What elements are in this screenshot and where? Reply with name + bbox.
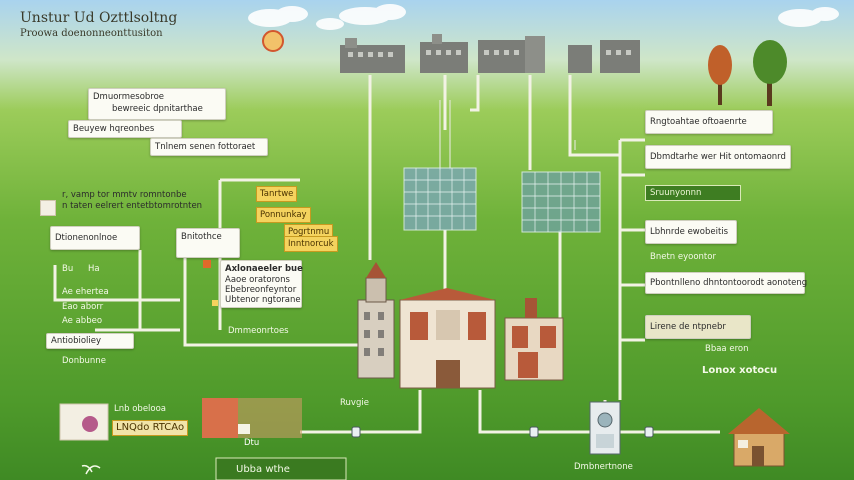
left-label: Eao aborr	[62, 302, 104, 312]
list-item: Ubtenor ngtorane	[225, 295, 301, 305]
info-box-label: Lirene de ntpnebr	[650, 322, 726, 332]
list-item: Aaoe oratorons	[225, 275, 290, 285]
info-box: Bnitothce	[176, 228, 240, 258]
factory-icon	[340, 34, 640, 73]
bottom-bar-label: Ubba wthe	[236, 464, 290, 475]
note-text: r, vamp tor mmtv romntonbe	[62, 190, 187, 200]
note-text: Tnlnem senen fottoraet	[155, 142, 256, 152]
note-box-top-left: Dmuormesobroe	[88, 88, 226, 120]
info-box-label: Lbhnrde ewobeitis	[650, 227, 729, 237]
right-label: Bbaa eron	[705, 344, 749, 354]
info-box-label: Pbontnlleno dhntontoorodt aonoteng	[650, 278, 808, 288]
left-label: Ae abbeo	[62, 316, 103, 326]
info-box-label: Bnitothce	[181, 232, 222, 242]
highlight-tag: Ponnunkay	[256, 207, 311, 223]
right-label: Bnetn eyoontor	[650, 252, 716, 262]
logo-badge-icon	[262, 30, 284, 52]
note-box: Tnlnem senen fottoraet	[150, 138, 268, 156]
info-box-label: Dbmdtarhe wer Hit ontomaonrd	[650, 152, 786, 162]
info-box-label: Dtionenonlnoe	[55, 233, 118, 243]
page-title: Unstur Ud Ozttlsoltng	[20, 10, 178, 26]
bottom-tag: LNQdo RTCAo	[112, 420, 189, 436]
checkbox-icon	[40, 200, 56, 216]
note-text: Dmuormesobroe	[93, 92, 165, 102]
info-box-right: Rngtoahtae oftoaenrte	[645, 110, 773, 134]
left-label: Bu	[62, 264, 74, 274]
list-panel: Axlonaeeler bue Aaoe oratorons Ebebreonf…	[220, 260, 303, 308]
cloud-icon	[248, 4, 839, 30]
highlight-tag: Inntnorcuk	[284, 236, 338, 252]
bullet-icon	[212, 300, 218, 306]
left-bar-label: Antiobioliey	[51, 336, 102, 346]
info-box-right: Dbmdtarhe wer Hit ontomaonrd	[645, 145, 791, 169]
highlight-tag: Tanrtwe	[256, 186, 298, 202]
sprout-icon	[81, 464, 101, 475]
list-title: Axlonaeeler bue	[225, 264, 303, 274]
left-label: Donbunne	[62, 356, 106, 366]
info-box-label: Rngtoahtae oftoaenrte	[650, 117, 747, 127]
caption: Dmmeonrtoes	[228, 326, 289, 336]
right-label: Lonox xotocu	[702, 365, 778, 376]
valve-icon	[351, 426, 654, 438]
info-box-right-dark: Sruunyonnn	[645, 185, 741, 201]
note-text: bewreeic dpnitarthae	[112, 104, 203, 114]
tree-icon	[708, 40, 787, 106]
pump-icon	[589, 401, 621, 455]
left-label: Ae ehertea	[62, 287, 109, 297]
list-item: Ebebreonfeyntor	[225, 285, 297, 295]
note-text: Beuyew hqreonbes	[73, 124, 155, 134]
house-icon	[728, 408, 790, 467]
note-text: n taten eelrert entetbtomrotnten	[62, 201, 203, 211]
info-box-right: Lirene de ntpnebr	[645, 315, 751, 339]
bottom-label: Dtu	[244, 438, 260, 448]
left-bar: Antiobioliey	[46, 333, 134, 349]
bottom-label: Lnb obelooa	[114, 404, 167, 414]
info-box: Dtionenonlnoe	[50, 226, 140, 250]
building-cluster	[357, 262, 564, 389]
page-subtitle: Proowa doenonneonttusiton	[20, 28, 163, 39]
solar-panel-icon	[403, 167, 601, 233]
left-label: Ha	[88, 264, 100, 274]
bullet-icon	[203, 260, 211, 268]
pipe-label: Ruvgie	[340, 398, 369, 408]
info-box-right: Pbontnlleno dhntontoorodt aonoteng	[645, 272, 808, 294]
meter-widget	[59, 398, 347, 480]
info-box-right: Lbhnrde ewobeitis	[645, 220, 737, 244]
note-box: Beuyew hqreonbes	[68, 120, 182, 138]
pump-caption: Dmbnertnone	[574, 462, 633, 472]
